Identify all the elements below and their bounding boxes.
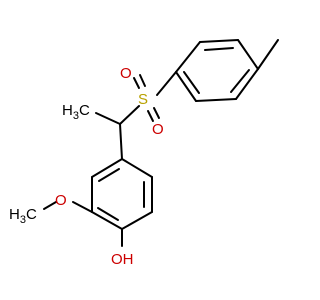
methoxy-label: H3C <box>9 206 37 226</box>
structure-canvas: H3C S O O H3C O OH <box>9 39 279 268</box>
bond <box>237 39 259 70</box>
bond <box>175 41 201 73</box>
phenol-ring <box>91 158 153 230</box>
bond-ch-aryl <box>119 123 123 160</box>
methyl-label: H3C <box>62 102 90 122</box>
oxygen-label-bottom: O <box>152 121 164 138</box>
bond-s-aryl <box>156 71 177 96</box>
bond-ch-methyl <box>95 112 121 125</box>
bond-so-bottom-a <box>147 110 154 122</box>
bond-inner <box>204 47 234 51</box>
bond <box>91 211 123 230</box>
bond <box>121 211 153 230</box>
bond-inner <box>183 71 200 94</box>
bond-inner <box>97 207 119 221</box>
bond-so-top-b <box>139 74 146 87</box>
bond <box>199 39 239 43</box>
bond-aryl-o <box>72 201 93 213</box>
bond-ch-s <box>119 105 140 125</box>
bond <box>195 98 237 102</box>
oxygen-label-top: O <box>120 65 132 82</box>
chemical-structure: H3C S O O H3C O OH <box>9 39 279 268</box>
methoxy-oxygen-label: O <box>55 192 67 209</box>
bond <box>91 158 123 178</box>
hydroxyl-label: OH <box>111 251 134 268</box>
bond <box>235 68 259 100</box>
bond-so-bottom-b <box>153 107 160 119</box>
sulfur-label: S <box>138 91 148 108</box>
tolyl-ring <box>175 39 259 102</box>
bond <box>121 158 153 178</box>
bond-so-top-a <box>133 77 140 89</box>
bond-inner <box>230 69 250 93</box>
bond-methyl-para <box>257 39 279 70</box>
bond <box>175 71 197 102</box>
bond-o-methyl <box>43 201 57 210</box>
bond-inner <box>98 168 120 182</box>
